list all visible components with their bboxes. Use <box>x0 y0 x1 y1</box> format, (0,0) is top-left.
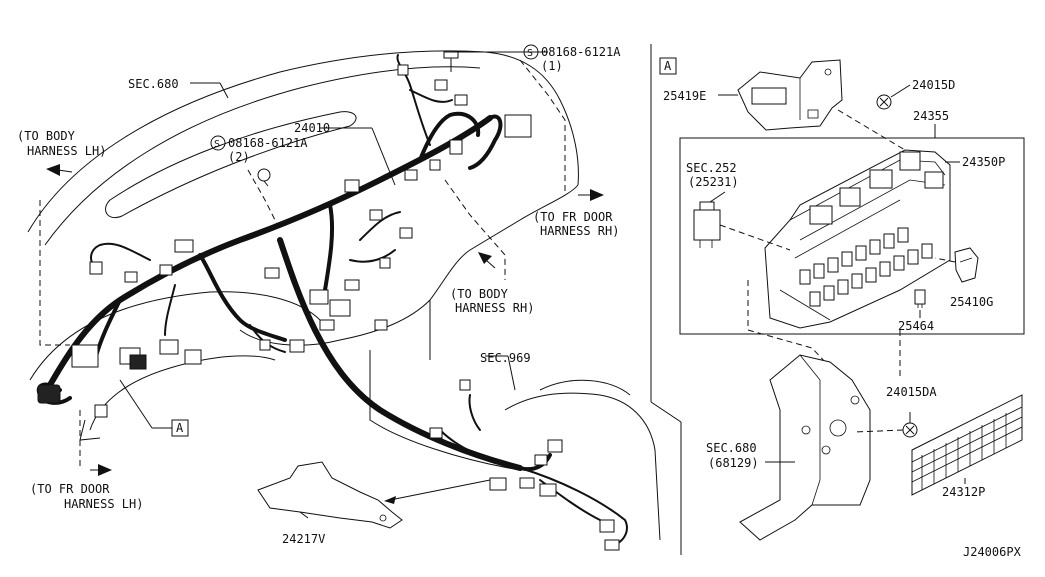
leader-lines-left <box>39 51 566 519</box>
label-sec969: SEC.969 <box>480 351 531 365</box>
panel-sec680 <box>739 354 871 541</box>
label-24312p: 24312P <box>942 485 985 499</box>
label-main-harness: 24010 <box>294 121 330 135</box>
arrow-to-body-rh-icon <box>478 252 496 269</box>
bracket-25419e <box>737 59 843 131</box>
fuse-25464 <box>914 289 926 308</box>
diagram-id: J24006PX <box>963 545 1022 559</box>
label-to-fr-door-lh-1: (TO FR DOOR <box>30 482 110 496</box>
leader-24015d <box>890 84 911 98</box>
label-to-fr-door-rh-1: (TO FR DOOR <box>533 210 613 224</box>
label-bolt-qty-2: (2) <box>228 150 250 164</box>
label-to-body-lh-2: HARNESS LH) <box>27 144 106 158</box>
label-to-fr-door-lh-2: HARNESS LH) <box>64 497 143 511</box>
label-24015d: 24015D <box>912 78 955 92</box>
label-to-body-rh-2: HARNESS RH) <box>455 301 534 315</box>
screw-24015da <box>902 422 918 438</box>
dash-25410g <box>934 257 956 263</box>
leader-sec252 <box>709 191 726 203</box>
s-symbol-icon-1: S <box>523 44 539 60</box>
screw-24015d <box>876 94 892 110</box>
label-to-fr-door-rh-2: HARNESS RH) <box>540 224 619 238</box>
view-divider <box>650 44 682 555</box>
harness-connectors <box>37 64 620 551</box>
label-bolt-code-1: 08168-6121A <box>541 45 621 59</box>
fuse-block-24350p <box>764 149 951 329</box>
label-plate-24312p <box>911 394 1023 496</box>
ref-a-box-right <box>659 57 677 75</box>
dash-relay <box>719 224 791 251</box>
s-symbol-text-2: S <box>214 139 220 150</box>
label-sec680-top: SEC.680 <box>128 77 179 91</box>
label-bolt-code-2: 08168-6121A <box>228 136 308 150</box>
dash-24015da <box>854 429 904 433</box>
label-sec252: SEC.252 <box>686 161 737 175</box>
dash-bracket <box>837 109 906 151</box>
label-to-body-rh-1: (TO BODY <box>450 287 509 301</box>
ref-a-right: A <box>664 59 672 73</box>
s-symbol-text-1: S <box>527 48 533 59</box>
bolt-icon-2 <box>257 168 271 187</box>
label-sec252-sub: (25231) <box>688 175 739 189</box>
bracket-24217v <box>257 461 491 529</box>
label-sec680-right: SEC.680 <box>706 441 757 455</box>
label-25410g: 25410G <box>950 295 993 309</box>
s-symbol-icon-2: S <box>210 135 226 151</box>
label-24350p: 24350P <box>962 155 1005 169</box>
relay-25410g <box>954 247 979 283</box>
label-to-body-lh-1: (TO BODY <box>17 129 76 143</box>
label-25419e: 25419E <box>663 89 706 103</box>
dash-lower <box>747 280 841 379</box>
label-bolt-qty-1: (1) <box>541 59 563 73</box>
label-sec680-sub: (68129) <box>708 456 759 470</box>
label-24015da: 24015DA <box>886 385 937 399</box>
arrow-to-fr-door-rh-icon <box>578 189 604 201</box>
arrow-to-fr-door-lh-icon <box>90 464 112 476</box>
ref-a-left: A <box>176 421 184 435</box>
relay-sec252 <box>693 201 721 248</box>
arrow-to-body-lh-icon <box>46 164 73 176</box>
label-25464: 25464 <box>898 319 934 333</box>
label-24355: 24355 <box>913 109 949 123</box>
ref-a-box-left <box>171 419 189 437</box>
bolt-icon-1 <box>443 51 459 72</box>
label-bracket: 24217V <box>282 532 325 546</box>
